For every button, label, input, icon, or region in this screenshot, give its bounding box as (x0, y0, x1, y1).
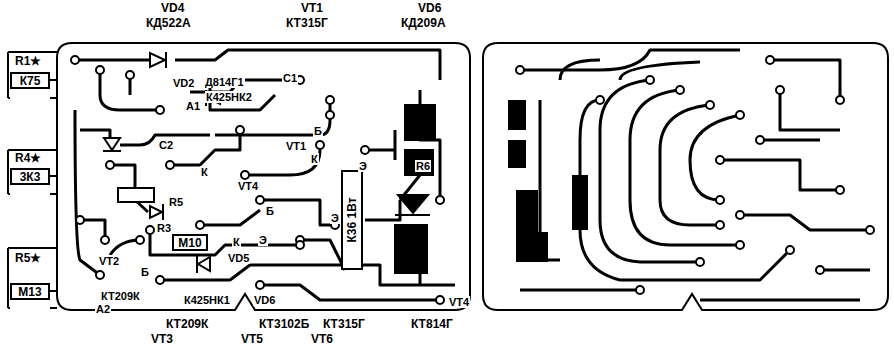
resistor-value: М10 (178, 236, 201, 250)
part-label: VT1 (285, 140, 307, 152)
resistor-box: М10 (172, 234, 208, 251)
part-label: А2 (95, 303, 111, 315)
part-label: Б (265, 205, 275, 217)
part-label: VD6 (417, 2, 442, 15)
part-label: Э (330, 212, 340, 224)
part-label: R5 (168, 196, 184, 208)
part-label: VT4 (448, 296, 470, 308)
part-label: С1 (282, 72, 298, 84)
part-label: Б (140, 266, 150, 278)
part-label: Д814Г1 (204, 76, 245, 88)
part-label: VT5 (240, 333, 264, 346)
part-label: R6 (415, 160, 431, 172)
resistor-box: К75 (10, 72, 50, 89)
part-label: VT1 (300, 2, 324, 15)
resistor-value: М13 (18, 285, 41, 299)
part-label: КД522А (145, 17, 192, 30)
part-label: Э (258, 234, 268, 246)
resistor-value: К36 1Вт (345, 197, 359, 242)
part-label: VT3 (150, 333, 174, 346)
part-label: К (310, 153, 319, 165)
part-label: К (232, 236, 241, 248)
part-label: VT2 (98, 255, 120, 267)
resistor-box: К36 1Вт (341, 170, 363, 270)
part-label: Б (313, 125, 323, 137)
part-label: КД209А (400, 17, 447, 30)
part-label: R3 (156, 222, 172, 234)
resistor-value: К75 (20, 74, 41, 88)
part-label: КТ209К (165, 318, 209, 331)
part-label: R4★ (14, 152, 42, 165)
part-label: КТ814Г (410, 318, 454, 331)
part-label: КТ3102Б (258, 318, 310, 331)
part-label: КТ209К (100, 290, 141, 302)
part-label: КТ315Г (322, 318, 366, 331)
part-label: VT6 (310, 333, 334, 346)
resistor-value: 3К3 (20, 170, 41, 184)
part-label: VT4 (237, 180, 259, 192)
part-label: Э (358, 160, 368, 172)
part-label: VD5 (227, 252, 250, 264)
resistor-box: М13 (10, 283, 50, 300)
part-label: К425НК1 (183, 294, 231, 306)
part-label: VD4 (160, 2, 185, 15)
part-label: А1 (185, 100, 201, 112)
part-label: VD6 (253, 294, 276, 306)
part-label: R1★ (14, 55, 42, 68)
resistor-box: 3К3 (10, 168, 50, 185)
part-label: КТ315Г (285, 17, 329, 30)
part-label: R5★ (14, 252, 42, 265)
part-label: С2 (158, 139, 174, 151)
part-label: К (200, 166, 209, 178)
part-label: VD2 (172, 77, 195, 89)
part-label: К425НК2 (205, 91, 253, 103)
